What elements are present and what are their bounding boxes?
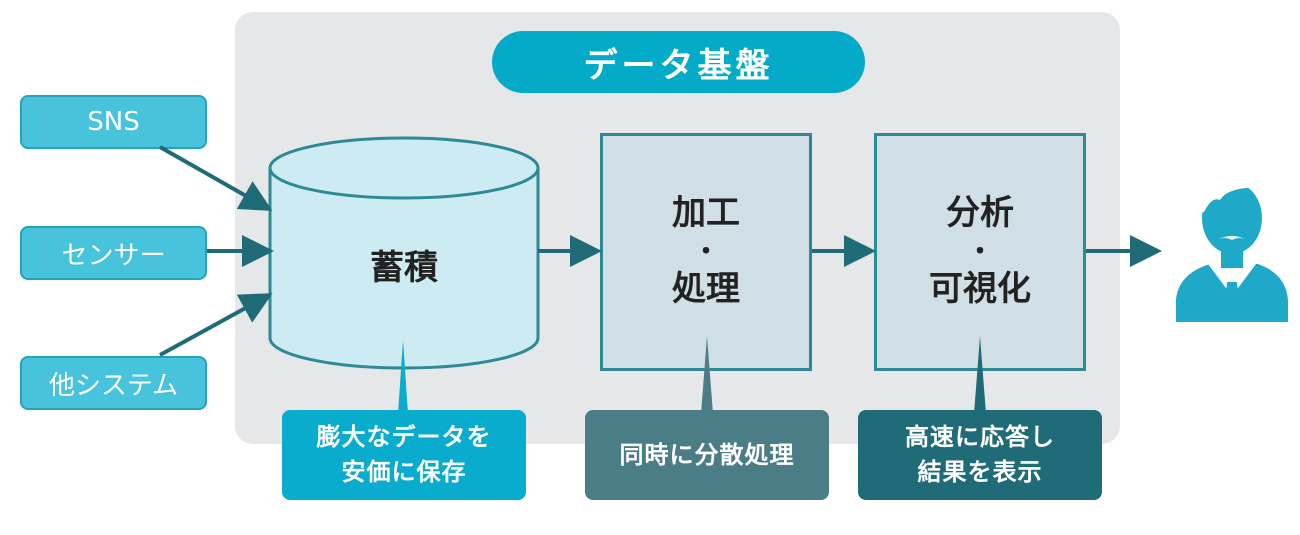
platform-title: データ基盤 xyxy=(492,31,865,93)
callout-pointer-processing xyxy=(701,336,713,414)
callout-storage-line2: 安価に保存 xyxy=(341,458,467,486)
callout-pointer-storage xyxy=(398,340,408,414)
callout-processing-line1: 同時に分散処理 xyxy=(619,440,795,469)
processing-label-line1: 加工 xyxy=(672,193,740,234)
source-sns: SNS xyxy=(20,95,207,149)
analysis-stage-box: 分析 ・ 可視化 xyxy=(874,133,1086,371)
callout-analysis-line1: 高速に応答し xyxy=(905,423,1055,452)
callout-storage: 膨大なデータを 安価に保存 xyxy=(282,410,526,500)
source-sensor: センサー xyxy=(20,226,207,280)
arrow-other-to-storage xyxy=(159,293,273,357)
analysis-label-line1: 分析 xyxy=(946,193,1014,234)
processing-label-dot: ・ xyxy=(692,236,719,267)
processing-label-line2: 処理 xyxy=(672,269,740,310)
user-icon xyxy=(1176,175,1288,322)
callout-storage-line1: 膨大なデータを xyxy=(316,423,492,452)
callout-processing: 同時に分散処理 xyxy=(585,410,829,500)
storage-label: 蓄積 xyxy=(370,248,438,288)
analysis-label-dot: ・ xyxy=(966,236,993,267)
arrow-sns-to-storage xyxy=(159,145,273,211)
processing-stage-box: 加工 ・ 処理 xyxy=(600,133,812,371)
source-other-system: 他システム xyxy=(20,356,207,410)
storage-cylinder xyxy=(268,136,540,370)
analysis-label-line2: 可視化 xyxy=(929,269,1031,310)
callout-pointer-analysis xyxy=(974,336,986,414)
callout-analysis-line2: 結果を表示 xyxy=(917,458,1043,486)
callout-analysis: 高速に応答し 結果を表示 xyxy=(858,410,1102,500)
